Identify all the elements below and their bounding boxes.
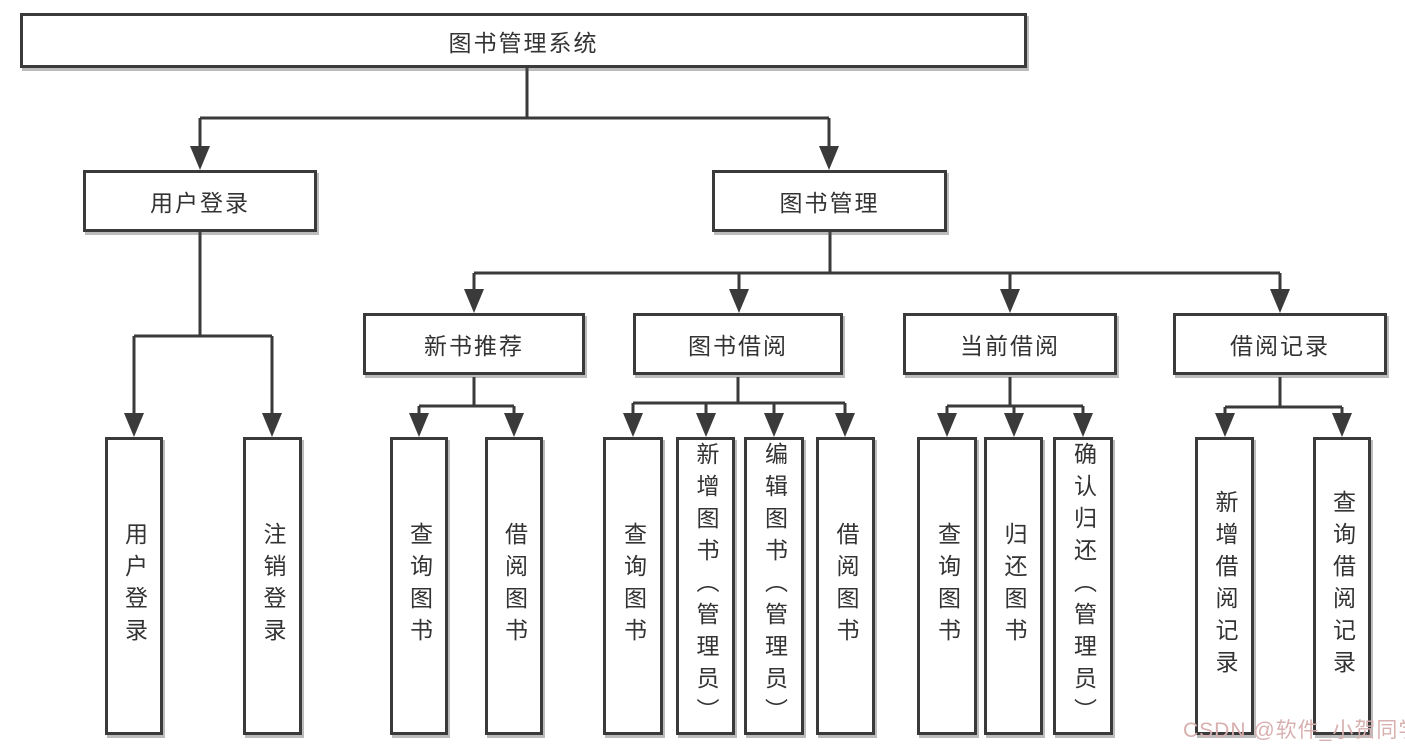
node-book-management: 图书管理 — [712, 170, 947, 232]
node-borrow-records: 借阅记录 — [1173, 313, 1387, 375]
leaf-logout: 注销登录 — [243, 437, 302, 735]
csdn-watermark: CSDN @软件_小贺同学 — [1183, 719, 1405, 742]
leaf-records-add-record: 新增借阅记录 — [1195, 437, 1254, 735]
leaf-current-confirm-return-admin: 确认归还（管理员） — [1053, 437, 1113, 735]
node-root: 图书管理系统 — [20, 13, 1027, 68]
leaf-borrowing-query-books: 查询图书 — [603, 437, 663, 735]
leaf-recommend-borrow-books: 借阅图书 — [485, 437, 543, 735]
leaf-current-query-books: 查询图书 — [917, 437, 977, 735]
node-current-borrowing: 当前借阅 — [903, 313, 1117, 375]
leaf-borrowing-borrow-books: 借阅图书 — [816, 437, 875, 735]
node-new-book-recommend: 新书推荐 — [363, 313, 585, 375]
leaf-borrowing-edit-books-admin: 编辑图书（管理员） — [744, 437, 804, 735]
leaf-recommend-query-books: 查询图书 — [390, 437, 448, 735]
arrowheads — [124, 146, 1352, 437]
leaf-current-return-books: 归还图书 — [984, 437, 1043, 735]
connector-segments — [132, 68, 1344, 414]
leaf-records-query-record: 查询借阅记录 — [1313, 437, 1371, 735]
node-book-borrowing: 图书借阅 — [633, 313, 843, 375]
leaf-user-login: 用户登录 — [105, 437, 163, 735]
node-user-login: 用户登录 — [83, 170, 317, 232]
leaf-borrowing-add-books-admin: 新增图书（管理员） — [676, 437, 735, 735]
